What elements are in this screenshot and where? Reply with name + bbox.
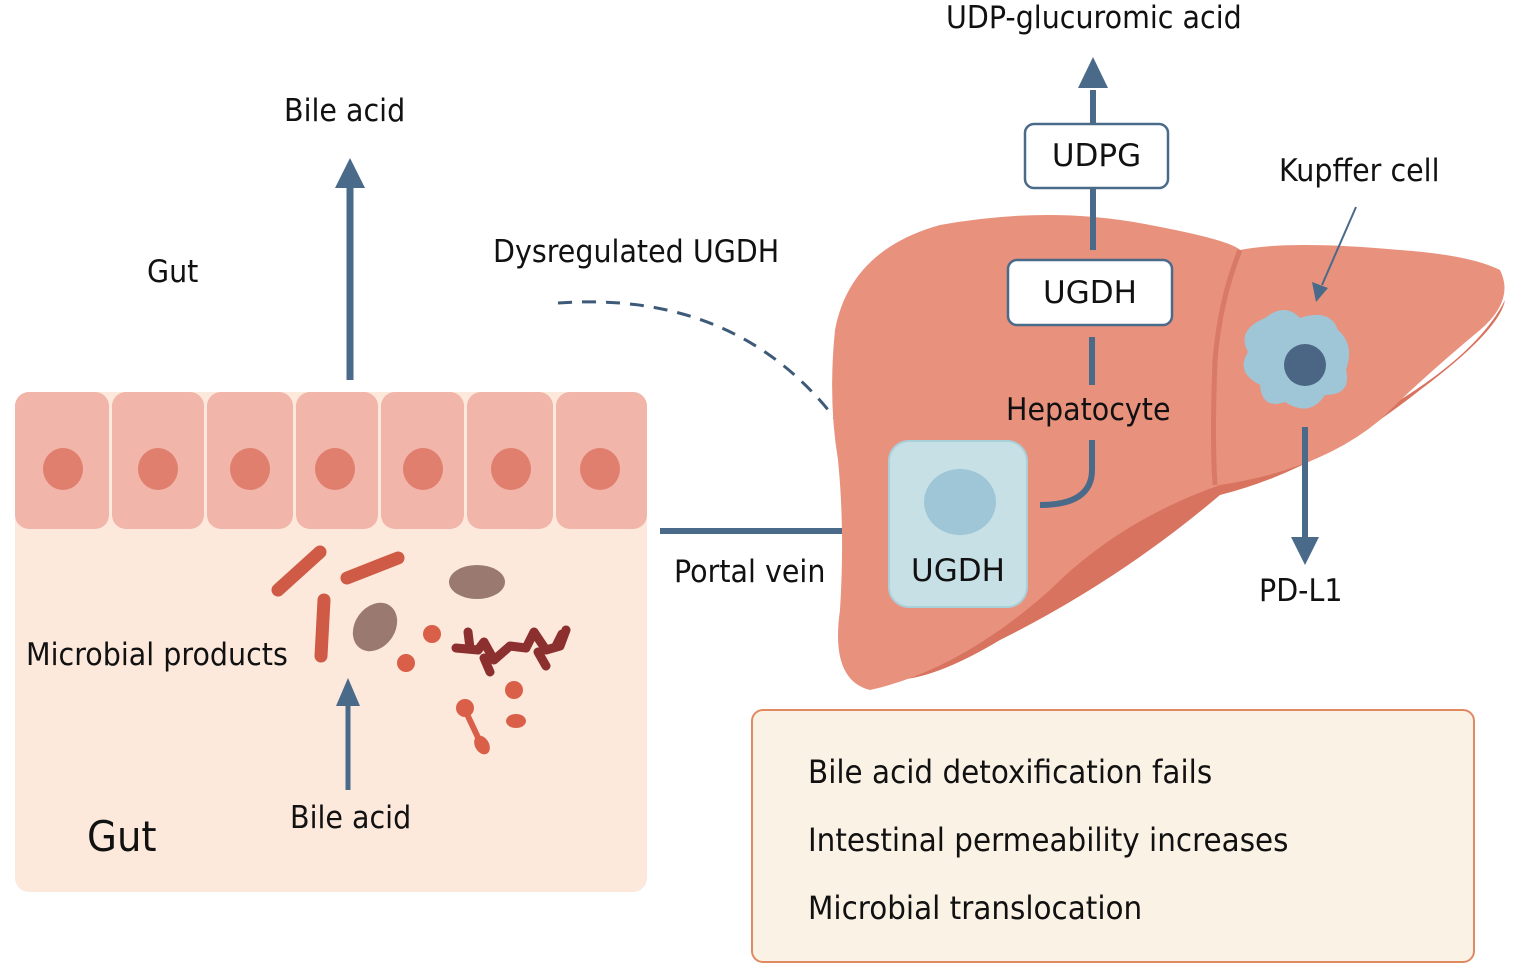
gut-bottom-label: Gut: [87, 812, 157, 861]
particle-brown: [449, 565, 505, 599]
pathway-curve: [1039, 440, 1095, 508]
summary-box: Bile acid detoxification fails Intestina…: [751, 709, 1475, 963]
dot-particle: [474, 735, 490, 755]
summary-item: Bile acid detoxification fails: [808, 753, 1213, 791]
kupffer-nucleus: [1284, 344, 1326, 386]
cell-nucleus: [403, 448, 443, 490]
dot-particle: [423, 625, 441, 643]
hepatocyte-nucleus: [924, 469, 996, 535]
ugdh-box-label: UGDH: [1043, 275, 1137, 311]
bile-acid-up-arrow-bottom: [336, 678, 360, 790]
dot-particle: [505, 681, 523, 699]
kupffer-cell-label: Kupffer cell: [1279, 153, 1440, 189]
ugdh-box: [1006, 258, 1174, 327]
particle-brown: [352, 602, 398, 652]
rod-bacterium: [271, 545, 327, 597]
bile-acid-top-label: Bile acid: [284, 93, 406, 129]
cell-nucleus: [580, 448, 620, 490]
kupffer-cell: [1243, 310, 1350, 409]
gut-top-label: Gut: [147, 254, 199, 290]
bile-acid-up-arrow-top: [335, 158, 365, 380]
kupffer-pointer-head: [1312, 282, 1328, 302]
udp-glucuronic-acid-label: UDP-glucuromic acid: [946, 0, 1242, 36]
cell-nucleus: [43, 448, 83, 490]
cell-nucleus: [491, 448, 531, 490]
liver-lobe-divider: [1211, 249, 1243, 486]
dot-particle: [397, 654, 415, 672]
bile-acid-bottom-label: Bile acid: [290, 800, 412, 836]
summary-item: Microbial translocation: [808, 889, 1143, 927]
portal-vein-label: Portal vein: [674, 554, 826, 590]
hepatocyte-label: Hepatocyte: [1006, 392, 1171, 428]
cell-nucleus: [315, 448, 355, 490]
udpg-box-label: UDPG: [1051, 138, 1142, 174]
hepatocyte-ugdh-label: UGDH: [911, 553, 1005, 589]
microbial-products-label: Microbial products: [26, 637, 288, 673]
dot-particle: [506, 714, 526, 728]
epithelial-layer: [15, 392, 647, 529]
pd-l1-label: PD-L1: [1259, 573, 1343, 609]
cell-nucleus: [138, 448, 178, 490]
dysregulated-ugdh-label: Dysregulated UGDH: [493, 234, 780, 270]
rod-bacterium: [340, 551, 405, 585]
udp-glucuronic-arrowhead: [1078, 57, 1108, 88]
pdl1-arrowhead: [1291, 537, 1319, 565]
microbial-products-cluster: [271, 545, 571, 755]
lps-chain: [451, 625, 571, 677]
summary-item: Intestinal permeability increases: [808, 821, 1289, 859]
kupffer-pointer-arrow: [1321, 206, 1357, 286]
rod-bacterium: [314, 593, 331, 663]
cell-nucleus: [230, 448, 270, 490]
udpg-box: [1023, 122, 1170, 190]
